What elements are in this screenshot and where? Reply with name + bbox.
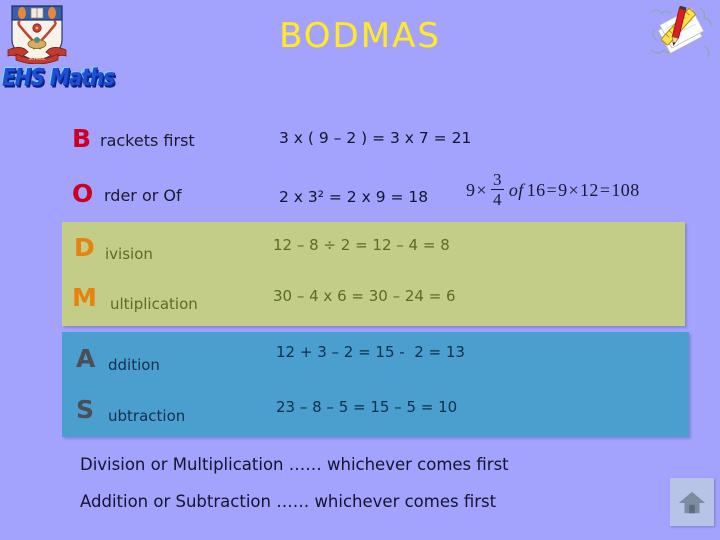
rule-equation-brackets: 3 x ( 9 – 2 ) = 3 x 7 = 21 bbox=[279, 129, 472, 147]
rule-letter-m: M bbox=[72, 283, 97, 312]
formula-lead: 9 bbox=[466, 180, 476, 200]
rule-word-subtraction: ubtraction bbox=[108, 407, 186, 425]
school-crest-icon: SCHOOL bbox=[6, 2, 68, 65]
formula-equals-2: = bbox=[599, 180, 611, 200]
formula-of-word: of bbox=[508, 180, 524, 200]
svg-text:SCHOOL: SCHOOL bbox=[29, 56, 47, 61]
formula-fraction-of: 9 × 3 4 of 16 = 9 × 12 = 108 bbox=[466, 170, 640, 209]
rule-word-brackets: rackets first bbox=[100, 131, 195, 150]
rule-letter-d: D bbox=[74, 233, 95, 262]
formula-factor-2: 12 bbox=[580, 180, 599, 200]
formula-factor-1: 9 bbox=[558, 180, 568, 200]
rule-row-order: O rder or Of 2 x 3² = 2 x 9 = 18 bbox=[0, 179, 720, 235]
page-title: BODMAS bbox=[279, 16, 441, 56]
rule-row-multiplication: M ultiplication 30 – 4 x 6 = 30 – 24 = 6 bbox=[0, 283, 720, 339]
ruler-pencil-paper-icon bbox=[648, 2, 714, 64]
rule-word-multiplication: ultiplication bbox=[110, 295, 198, 313]
rule-word-order: rder or Of bbox=[104, 186, 182, 205]
home-button[interactable] bbox=[670, 478, 714, 526]
formula-equals-1: = bbox=[546, 180, 558, 200]
rule-equation-subtraction: 23 – 8 – 5 = 15 – 5 = 10 bbox=[276, 398, 458, 416]
rule-equation-order: 2 x 3² = 2 x 9 = 18 bbox=[279, 188, 429, 206]
formula-times-2: × bbox=[568, 180, 580, 200]
rule-row-subtraction: S ubtraction 23 – 8 – 5 = 15 – 5 = 10 bbox=[0, 395, 720, 451]
home-icon bbox=[678, 491, 706, 514]
formula-numerator: 3 bbox=[492, 170, 502, 189]
formula-fraction-bar bbox=[490, 189, 504, 190]
rule-letter-s: S bbox=[76, 395, 95, 424]
formula-result: 108 bbox=[611, 180, 640, 200]
rule-letter-b: B bbox=[72, 124, 92, 153]
formula-denominator: 4 bbox=[492, 190, 502, 209]
rule-word-division: ivision bbox=[105, 245, 153, 263]
footnote-addition-subtraction: Addition or Subtraction …… whichever com… bbox=[80, 492, 497, 511]
rule-equation-division: 12 – 8 ÷ 2 = 12 – 4 = 8 bbox=[273, 236, 450, 254]
rule-row-addition: A ddition 12 + 3 – 2 = 15 - 2 = 13 bbox=[0, 343, 720, 400]
formula-operand: 16 bbox=[526, 180, 546, 200]
rule-letter-a: A bbox=[76, 344, 96, 373]
rule-row-brackets: B rackets first 3 x ( 9 – 2 ) = 3 x 7 = … bbox=[0, 124, 720, 180]
band-division-multiplication bbox=[62, 222, 685, 326]
rule-word-addition: ddition bbox=[108, 356, 160, 374]
formula-times-1: × bbox=[476, 180, 487, 200]
footnote-division-multiplication: Division or Multiplication …… whichever … bbox=[80, 455, 509, 474]
rule-equation-multiplication: 30 – 4 x 6 = 30 – 24 = 6 bbox=[273, 287, 456, 305]
rule-row-division: D ivision 12 – 8 ÷ 2 = 12 – 4 = 8 bbox=[0, 233, 720, 289]
band-addition-subtraction bbox=[62, 332, 689, 437]
rule-letter-o: O bbox=[72, 179, 94, 208]
formula-fraction: 3 4 bbox=[490, 170, 504, 209]
rule-equation-addition: 12 + 3 – 2 = 15 - 2 = 13 bbox=[276, 343, 465, 361]
ehs-maths-wordart: EHS Maths bbox=[2, 63, 115, 91]
